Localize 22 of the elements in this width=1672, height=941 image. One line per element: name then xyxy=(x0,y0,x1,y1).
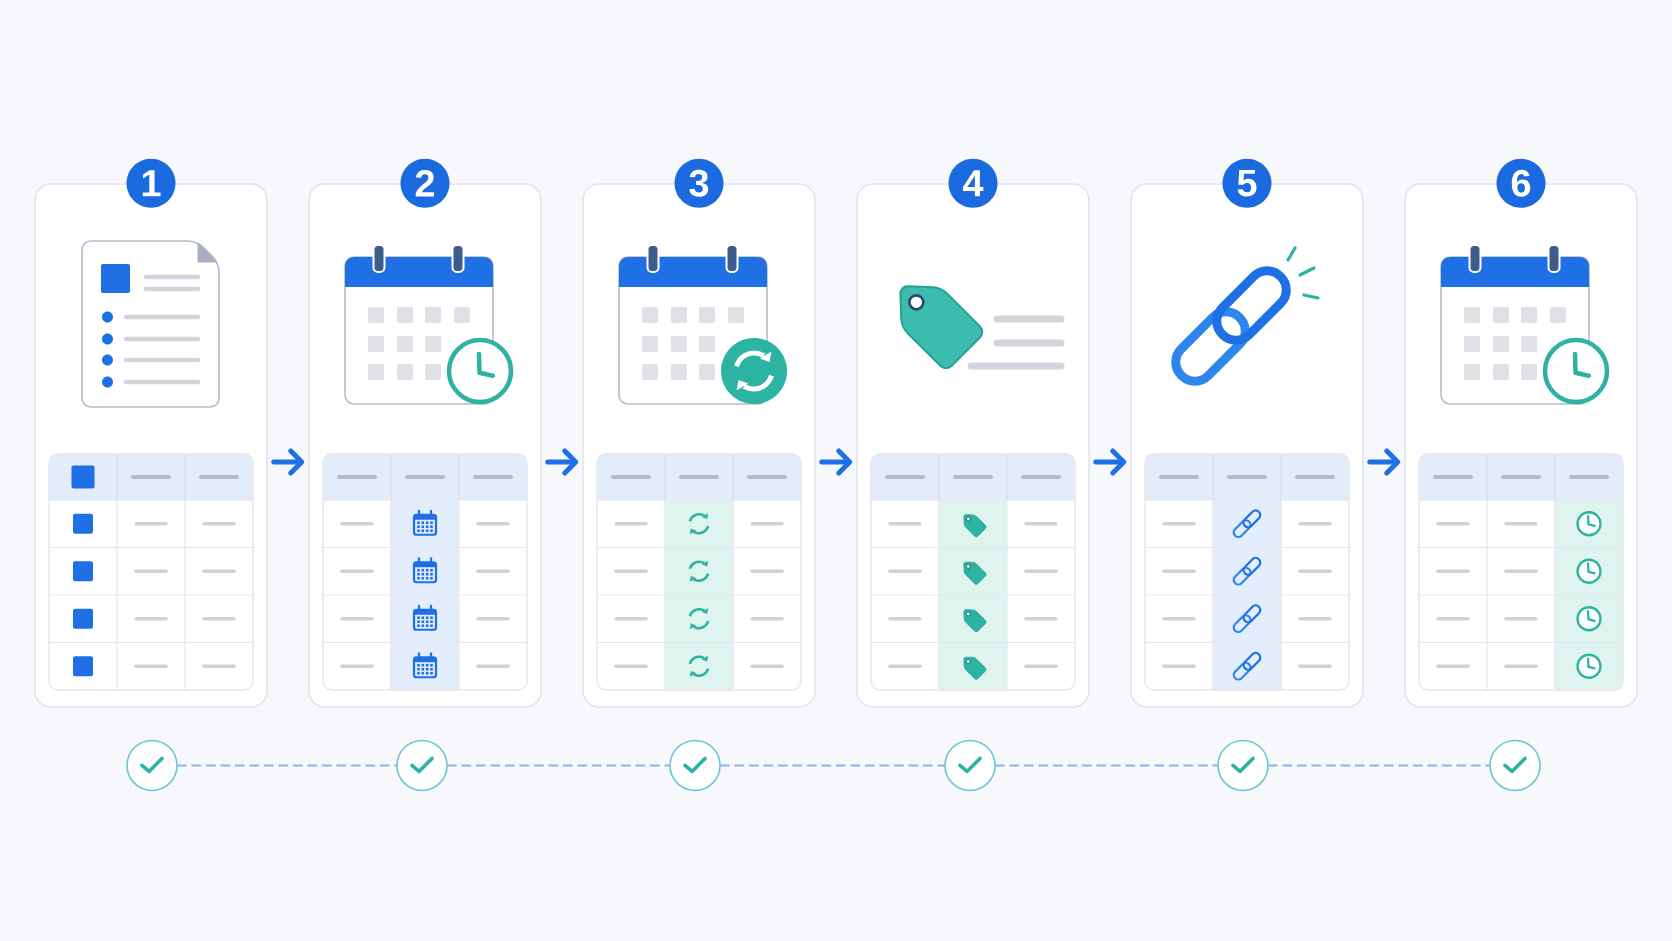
dashed-line xyxy=(176,764,398,767)
dashed-line xyxy=(446,764,671,767)
check-icon xyxy=(669,739,721,792)
number-badge: 1 xyxy=(126,158,176,208)
check-icon xyxy=(1489,739,1541,792)
check-icon xyxy=(1217,739,1269,792)
number-badge: 2 xyxy=(400,158,450,208)
check-icon xyxy=(126,739,178,792)
dashed-line xyxy=(1267,764,1491,767)
arrow xyxy=(819,448,853,476)
number-badge: 5 xyxy=(1222,158,1272,208)
dashed-line xyxy=(994,764,1219,767)
arrow xyxy=(271,448,305,476)
number-badge: 4 xyxy=(948,158,998,208)
number-badge: 6 xyxy=(1496,158,1546,208)
arrow xyxy=(1367,448,1401,476)
check-icon xyxy=(396,739,448,792)
arrow xyxy=(1093,448,1127,476)
number-badge: 3 xyxy=(674,158,724,208)
check-icon xyxy=(944,739,996,792)
arrow xyxy=(545,448,579,476)
dashed-line xyxy=(719,764,946,767)
